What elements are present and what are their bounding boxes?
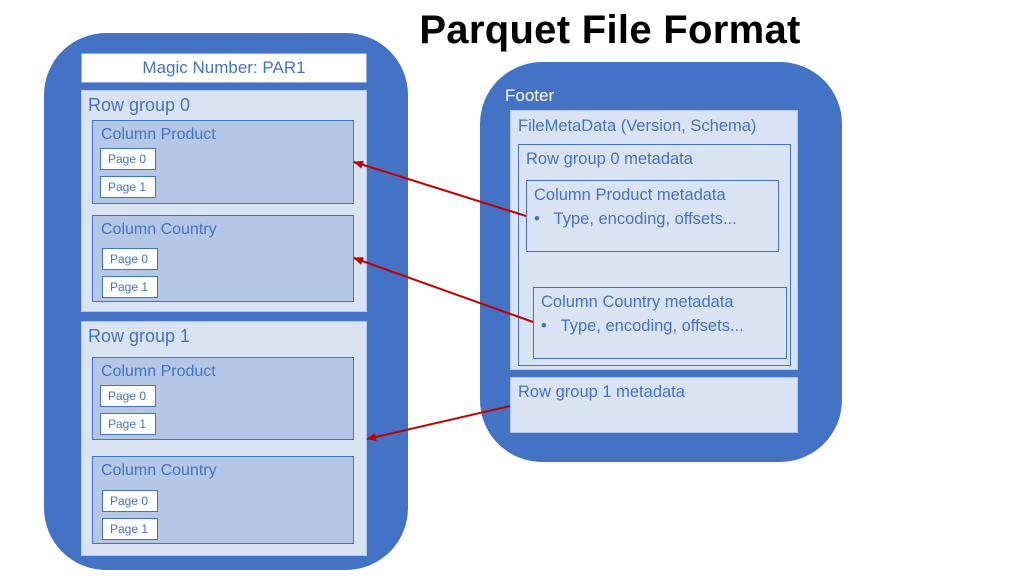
rg1-column-country: Column Country Page 0 Page 1	[92, 456, 354, 544]
rg1-product-page-0: Page 0	[100, 385, 156, 407]
rg1-column-product-label: Column Product	[101, 363, 216, 380]
country-metadata-box: Column Country metadata • Type, encoding…	[533, 287, 787, 359]
rg0-country-page-0: Page 0	[102, 248, 158, 270]
rowgroup1-metadata-box: Row group 1 metadata	[510, 377, 798, 433]
rg1-column-country-label: Column Country	[101, 462, 217, 479]
footer-label: Footer	[505, 86, 555, 105]
product-metadata-bullet: • Type, encoding, offsets...	[534, 210, 737, 229]
product-metadata-box: Column Product metadata • Type, encoding…	[526, 180, 779, 252]
rg1-product-page-1: Page 1	[100, 413, 156, 435]
rg1-country-page-0: Page 0	[102, 490, 158, 512]
country-metadata-label: Column Country metadata	[541, 293, 734, 311]
bullet-icon: •	[534, 210, 540, 228]
rg0-column-country-label: Column Country	[101, 221, 217, 238]
rg0-product-page-0: Page 0	[100, 148, 156, 170]
magic-number-box: Magic Number: PAR1	[81, 53, 367, 83]
filemetadata-label: FileMetaData (Version, Schema)	[518, 117, 757, 135]
row-group-0-label: Row group 0	[88, 95, 191, 115]
country-metadata-bullet-text: Type, encoding, offsets...	[560, 317, 744, 335]
row-group-1-label: Row group 1	[88, 326, 191, 346]
rg0-product-page-1: Page 1	[100, 176, 156, 198]
product-metadata-label: Column Product metadata	[534, 186, 726, 204]
rg0-column-country: Column Country Page 0 Page 1	[92, 215, 354, 302]
rg0-column-product: Column Product Page 0 Page 1	[92, 120, 354, 204]
rowgroup1-metadata-label: Row group 1 metadata	[518, 383, 685, 401]
rg1-column-product: Column Product Page 0 Page 1	[92, 357, 354, 440]
diagram-title: Parquet File Format	[419, 8, 801, 52]
rg0-column-product-label: Column Product	[101, 126, 216, 143]
product-metadata-bullet-text: Type, encoding, offsets...	[553, 210, 737, 228]
rowgroup0-metadata-label: Row group 0 metadata	[526, 150, 693, 168]
bullet-icon: •	[541, 317, 547, 335]
rg1-country-page-1: Page 1	[102, 518, 158, 540]
country-metadata-bullet: • Type, encoding, offsets...	[541, 317, 744, 336]
rg0-country-page-1: Page 1	[102, 276, 158, 298]
